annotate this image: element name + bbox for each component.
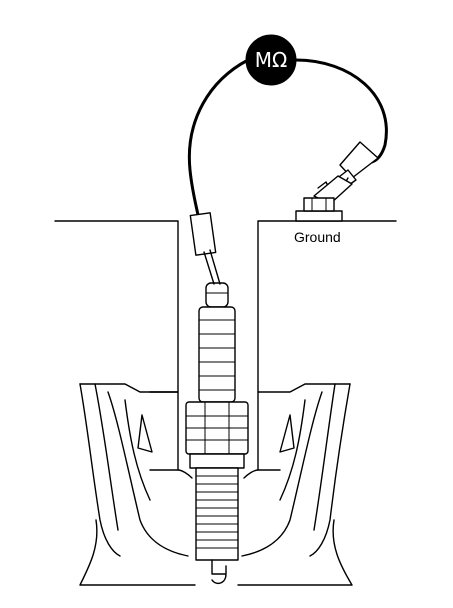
ground-terminal: [295, 197, 343, 222]
ground-label: Ground: [294, 229, 341, 245]
spark-plug-icon: [185, 282, 249, 585]
megohm-symbol: MΩ: [255, 48, 288, 72]
megohmmeter-icon: MΩ: [245, 34, 297, 86]
alligator-clip-icon: [313, 141, 379, 205]
left-head-casting: [79, 383, 196, 586]
right-head-casting: [237, 383, 353, 586]
test-lead-to-plug: [187, 58, 250, 285]
test-lead-to-ground: [294, 58, 388, 164]
cylinder-head-outline: [54, 220, 397, 471]
